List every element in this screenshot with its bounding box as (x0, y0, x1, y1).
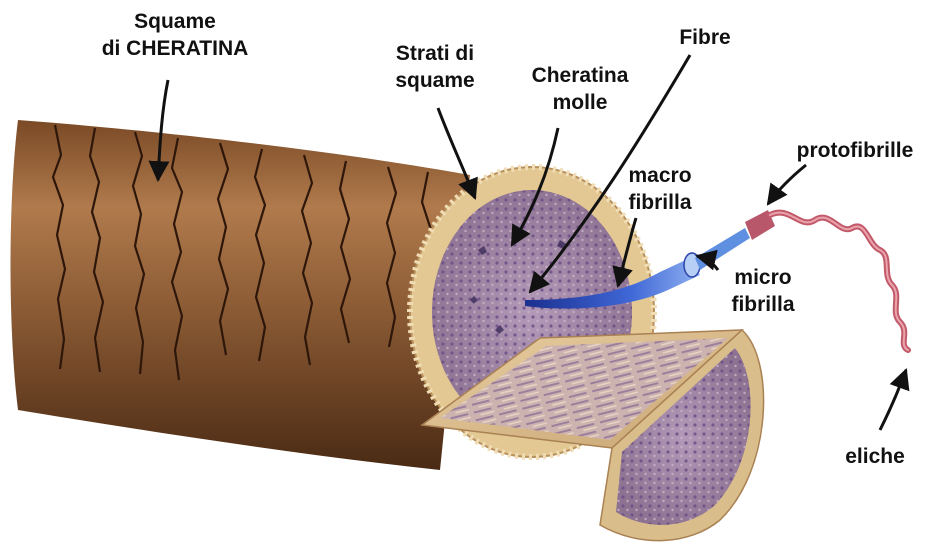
arrow-protofibrille (768, 165, 806, 204)
label-fibre: Fibre (665, 24, 745, 51)
arrow-eliche (880, 370, 906, 430)
label-squame-di-cheratina: Squame di CHERATINA (80, 8, 270, 62)
hair-shaft (11, 120, 471, 470)
label-micro-fibrilla: micro fibrilla (718, 264, 808, 318)
label-strati-di-squame: Strati di squame (375, 40, 495, 94)
label-macro-fibrilla: macro fibrilla (610, 162, 710, 216)
label-eliche: eliche (835, 443, 915, 470)
label-cheratina-molle: Cheratina molle (515, 62, 645, 116)
label-protofibrille: protofibrille (780, 137, 930, 164)
